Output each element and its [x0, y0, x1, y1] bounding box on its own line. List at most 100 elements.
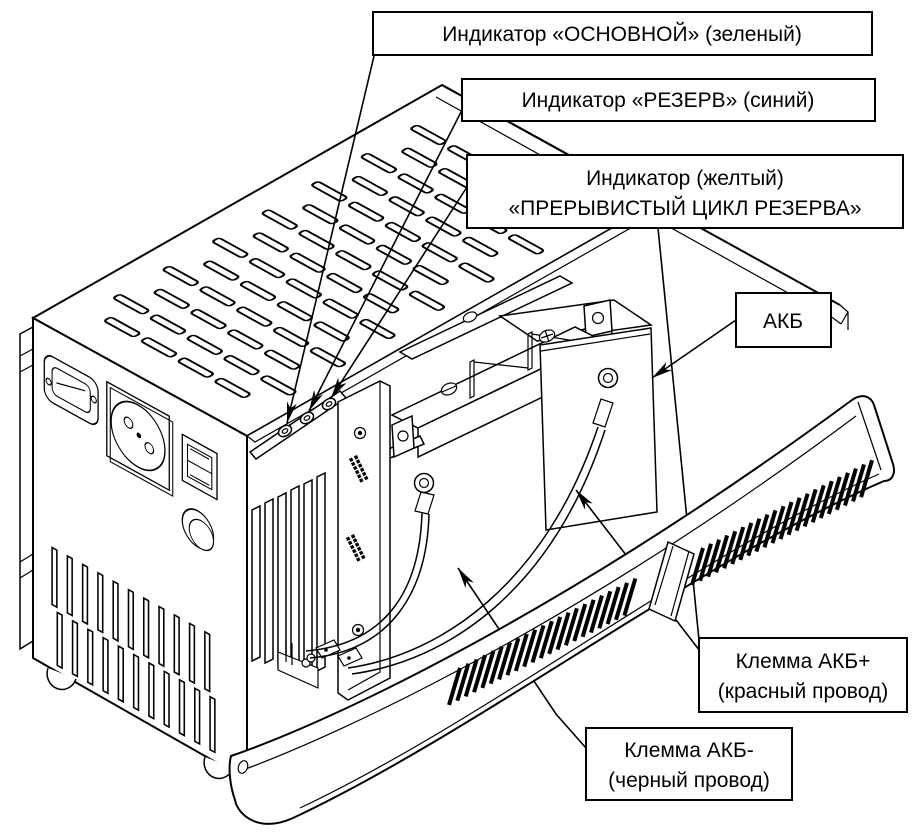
removed-lid — [228, 395, 895, 825]
front-vent-slot — [132, 653, 140, 712]
lid-fin — [859, 459, 874, 498]
lid-fin — [722, 530, 738, 569]
rocker-switch — [181, 433, 218, 501]
vent-slot — [462, 236, 499, 257]
lid-hole — [237, 760, 249, 774]
connector-pin — [349, 544, 355, 550]
lid-fin — [497, 641, 513, 681]
lid-fin — [690, 547, 705, 586]
connector-pin — [360, 554, 366, 560]
lid-fin — [714, 534, 730, 574]
lid-fin — [614, 582, 629, 621]
vent-slot — [371, 270, 409, 291]
foot-left — [46, 667, 77, 691]
wire-black — [305, 472, 435, 659]
front-vent-slot — [194, 686, 201, 746]
lid-fin — [843, 468, 858, 507]
vent-slot — [458, 262, 495, 283]
lid-fin — [589, 595, 604, 634]
vent-slot — [140, 337, 178, 358]
connector-pin — [347, 540, 353, 546]
front-vent-slot — [209, 695, 216, 754]
front-vent-slot — [127, 588, 135, 651]
front-vent-grid — [51, 546, 216, 754]
leader-indicator-intermittent — [330, 186, 468, 399]
leader-indicator-reserve — [308, 109, 463, 412]
vent-slot — [326, 272, 363, 294]
vent-slot — [338, 224, 376, 245]
wire-red — [347, 367, 619, 675]
indicator-led-reserve — [299, 411, 315, 425]
callout-indicator-reserve: Индикатор «РЕЗЕРВ» (синий) — [461, 78, 876, 122]
vent-slot — [186, 334, 223, 355]
connector-pin — [361, 471, 367, 477]
fuse-button — [181, 508, 215, 552]
lid-fin — [597, 590, 613, 629]
connector-pin — [355, 459, 361, 464]
callout-indicator-main-label: Индикатор «ОСНОВНОЙ» (зеленый) — [442, 22, 802, 46]
lid-clip-tab — [648, 540, 695, 623]
connector-pin — [351, 548, 357, 554]
lid-fin — [480, 650, 496, 689]
vent-slot — [421, 242, 458, 263]
front-vent-slot — [71, 619, 79, 678]
connector-pin — [352, 538, 358, 543]
front-vent-slot — [81, 563, 89, 626]
indicator-led-intermittent — [321, 397, 337, 411]
front-vent-slot — [97, 571, 104, 634]
front-vent-slot — [56, 611, 63, 670]
lid-fin — [754, 513, 770, 553]
front-vent-slot — [163, 670, 170, 729]
lid-fin — [580, 599, 596, 638]
pcb-base-bracket — [277, 640, 319, 689]
lid-fin — [447, 667, 462, 706]
lid-fin — [834, 472, 850, 511]
lid-fin — [488, 646, 504, 685]
lid-fin — [547, 616, 563, 655]
vent-slot — [149, 314, 187, 335]
connector-pin — [345, 536, 351, 542]
lid-fin — [505, 637, 521, 676]
lid-fin — [762, 509, 778, 548]
lid-fin — [513, 633, 529, 672]
lid-fin — [802, 488, 818, 528]
lid-fin — [818, 480, 834, 519]
mains-socket — [106, 380, 174, 498]
lid-fin — [455, 663, 471, 702]
connector-pin — [353, 552, 359, 558]
vent-slot — [313, 321, 350, 342]
front-vent-slot — [117, 644, 124, 704]
vent-slot — [236, 306, 273, 327]
vent-slot — [335, 250, 372, 271]
front-vent-slot — [51, 546, 58, 609]
callout-terminal-minus-line1: Клемма АКБ- — [624, 739, 754, 762]
connector-pin — [356, 473, 362, 479]
vent-slot — [388, 196, 425, 217]
leader-terminal-minus — [457, 567, 587, 749]
vent-slot — [410, 124, 447, 146]
lid-fin — [778, 501, 794, 540]
vent-slot — [360, 153, 398, 174]
callout-battery-label: АКБ — [763, 310, 803, 333]
front-vent-slot — [87, 627, 94, 687]
upper-ledge — [398, 275, 574, 360]
vent-slot — [408, 290, 446, 311]
vent-slot — [113, 294, 150, 315]
vent-slot — [239, 280, 277, 302]
connector-pin — [350, 461, 356, 467]
control-pcb — [277, 380, 391, 701]
callout-battery: АКБ — [735, 292, 832, 348]
connector-pin — [348, 457, 354, 463]
vent-slot — [322, 298, 359, 319]
indicator-led-main — [277, 424, 293, 438]
leader-indicator-main — [286, 55, 375, 424]
leader-battery — [651, 319, 737, 379]
lid-fin — [786, 497, 802, 536]
lid-fin — [605, 586, 621, 625]
lid-fin — [794, 493, 810, 532]
vent-slot — [162, 265, 199, 287]
vent-slot — [285, 278, 323, 299]
front-vent-slot — [188, 622, 196, 685]
